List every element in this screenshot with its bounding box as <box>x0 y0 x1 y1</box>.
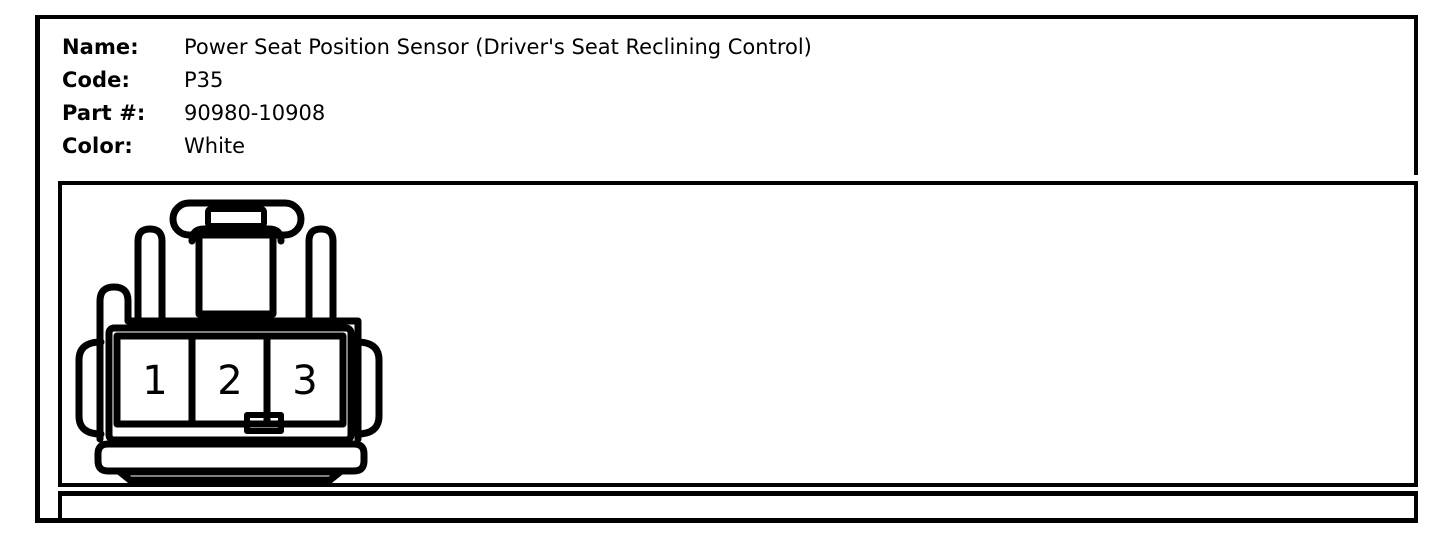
spec-label-name: Name: <box>62 35 139 59</box>
spec-label-color: Color: <box>62 134 133 158</box>
spec-label-code: Code: <box>62 68 131 92</box>
spec-row-code: Code: P35 <box>62 64 812 97</box>
spec-value-code: P35 <box>184 68 224 92</box>
spec-label-part-number: Part #: <box>62 101 146 125</box>
spec-row-color: Color: White <box>62 130 812 163</box>
frame-bottom-rule <box>35 518 1418 523</box>
spec-value-name: Power Seat Position Sensor (Driver's Sea… <box>184 35 812 59</box>
connector-figure-box: 1 2 3 <box>58 181 1418 487</box>
spec-table: Name: Power Seat Position Sensor (Driver… <box>62 31 812 163</box>
connector-diagram: 1 2 3 <box>68 189 428 483</box>
pin-number-1: 1 <box>142 358 167 404</box>
datasheet-frame: Name: Power Seat Position Sensor (Driver… <box>35 15 1418 523</box>
footer-strip <box>58 491 1418 523</box>
spec-row-name: Name: Power Seat Position Sensor (Driver… <box>62 31 812 64</box>
spec-header-block: Name: Power Seat Position Sensor (Driver… <box>35 15 1418 175</box>
frame-left-rule <box>35 15 40 523</box>
spec-value-part-number: 90980-10908 <box>184 101 326 125</box>
spec-row-part-number: Part #: 90980-10908 <box>62 97 812 130</box>
spec-value-color: White <box>184 134 246 158</box>
pin-number-2: 2 <box>217 358 242 404</box>
pin-number-3: 3 <box>292 358 317 404</box>
